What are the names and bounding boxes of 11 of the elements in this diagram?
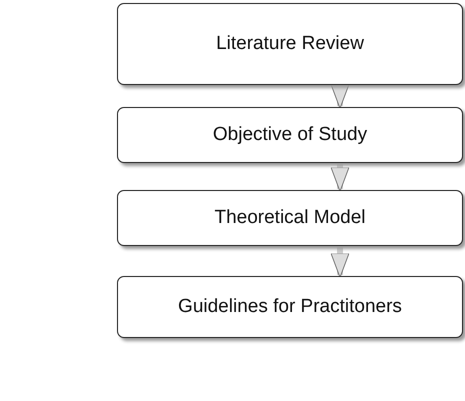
step-label: Literature Review xyxy=(216,33,364,55)
arrow xyxy=(330,247,350,278)
arrow xyxy=(330,84,350,109)
step-label: Objective of Study xyxy=(212,124,368,146)
step-label: Guidelines for Practitoners xyxy=(178,296,402,318)
process-box xyxy=(117,190,463,246)
arrow xyxy=(330,164,350,192)
process-box xyxy=(117,107,463,163)
process-box xyxy=(117,276,463,338)
step-label: Theoretical Model xyxy=(214,207,366,229)
process-box xyxy=(117,3,463,85)
